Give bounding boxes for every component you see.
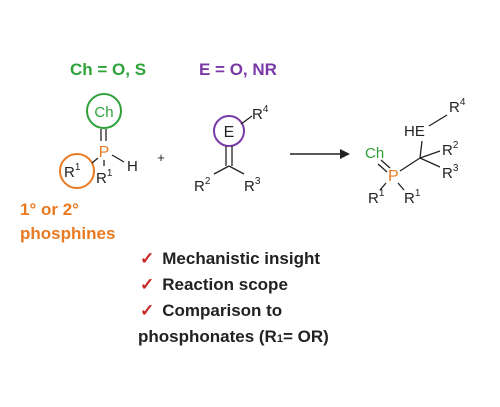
- product-p-r1-left-bond: [379, 182, 387, 191]
- product-p-atom: P: [388, 168, 399, 185]
- reactant-r1-lower: R1: [96, 168, 113, 187]
- highlight-text-scope: Reaction scope: [162, 275, 288, 294]
- highlight-text-phosphonates: phosphonates (R: [138, 327, 277, 346]
- product-p-c-bond: [399, 157, 421, 172]
- phosphine-scope-label-line2: phosphines: [20, 224, 116, 243]
- reaction-arrow: [290, 149, 350, 159]
- product-r1-right: R1: [404, 188, 421, 207]
- product-molecule: Ch P HE R4 R2 R3 R1 R1: [365, 97, 466, 207]
- electrophile-highlight-circle: [213, 115, 245, 147]
- plus-sign: +: [157, 150, 165, 165]
- highlight-text-superscript: 1: [276, 333, 283, 345]
- reactant-r2: R2: [194, 176, 211, 195]
- p-h-bond: [111, 154, 125, 163]
- highlight-text-phosphonates-end: = OR): [282, 327, 329, 346]
- product-c-r2-bond: [419, 150, 441, 159]
- check-icon: ✓: [140, 275, 155, 294]
- highlight-item-comparison: ✓ Comparison to: [140, 298, 329, 324]
- highlight-item-scope: ✓ Reaction scope: [140, 272, 329, 298]
- reactant-e-atom: E: [224, 124, 235, 141]
- product-r4: R4: [449, 97, 466, 116]
- product-r2: R2: [442, 140, 459, 159]
- product-c-r3-bond: [419, 157, 441, 168]
- product-r1-left: R1: [368, 188, 385, 207]
- chalcogen-highlight-circle: [86, 93, 122, 129]
- reactant-r4: R4: [252, 104, 269, 123]
- product-c-he-bond: [419, 140, 423, 159]
- highlights-list: ✓ Mechanistic insight ✓ Reaction scope ✓…: [138, 246, 329, 352]
- r1-highlight-circle: [59, 153, 95, 189]
- check-icon: ✓: [140, 301, 155, 320]
- electrophile-definition: E = O, NR: [199, 60, 277, 79]
- c-r2-bond: [213, 165, 230, 175]
- reactant-ch-label: Ch: [94, 104, 113, 121]
- p-r1-left-bond: [91, 157, 99, 164]
- highlight-item-mechanism: ✓ Mechanistic insight: [140, 246, 329, 272]
- product-he-r4-bond: [428, 114, 448, 127]
- reactant-r1-left: R1: [64, 162, 81, 181]
- product-r3: R3: [442, 163, 459, 182]
- product-p-ch-double-bond-2: [377, 163, 388, 173]
- phosphine-reactant: Ch P H R1 R1: [59, 93, 138, 189]
- check-icon: ✓: [140, 249, 155, 268]
- reaction-scheme: Ch P H R1 R1 + E R4 R2: [59, 93, 466, 207]
- highlight-text-comparison: Comparison to: [162, 301, 283, 320]
- product-ch-label: Ch: [365, 145, 384, 162]
- product-he-label: HE: [404, 123, 425, 140]
- reactant-p-atom: P: [99, 144, 110, 161]
- electrophile-reactant: E R4 R2 R3: [194, 104, 269, 195]
- phosphine-scope-label-line1: 1° or 2°: [20, 200, 79, 219]
- product-p-ch-double-bond-1: [380, 159, 391, 169]
- e-r4-bond: [240, 115, 253, 125]
- reactant-h-atom: H: [127, 158, 138, 175]
- reactant-r3: R3: [244, 176, 261, 195]
- product-p-r1-right-bond: [397, 182, 405, 191]
- highlight-text-mechanism: Mechanistic insight: [162, 249, 320, 268]
- c-r3-bond: [228, 165, 245, 175]
- chalcogen-definition: Ch = O, S: [70, 60, 147, 79]
